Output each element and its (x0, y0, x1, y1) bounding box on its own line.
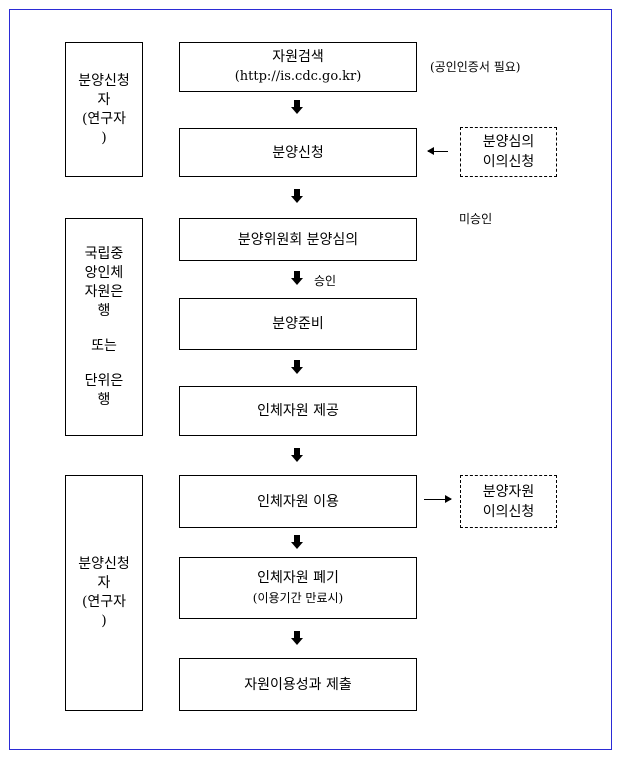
appeal-box-review: 분양심의 이의신청 (460, 127, 557, 177)
diagram-frame (9, 9, 612, 750)
step-resource-disposal: 인체자원 폐기 (이용기간 만료시) (179, 557, 417, 619)
side-box-applicant-bottom: 분양신청 자 (연구자 ) (65, 475, 143, 711)
step-sublabel: (http://is.cdc.go.kr) (234, 69, 362, 84)
step-sublabel: (이용기간 만료시) (252, 591, 344, 605)
step-results-submission: 자원이용성과 제출 (179, 658, 417, 711)
side-box-bank: 국립중 앙인체 자원은 행 또는 단위은 행 (65, 218, 143, 436)
step-committee-review: 분양위원회 분양심의 (179, 218, 417, 261)
side-label: (연구자 (81, 110, 127, 127)
appeal-label: 분양심의 (482, 134, 535, 150)
step-label: 인체자원 제공 (257, 403, 339, 419)
step-resource-provision: 인체자원 제공 (179, 386, 417, 436)
step-label: 인체자원 폐기 (257, 570, 339, 586)
side-label: 국립중 (84, 245, 124, 262)
appeal-label: 이의신청 (482, 503, 535, 520)
appeal-label: 이의신청 (482, 154, 535, 170)
step-resource-search: 자원검색 (http://is.cdc.go.kr) (179, 42, 417, 92)
side-label: 분양신청 (78, 556, 130, 572)
left-arrow-icon (427, 147, 448, 155)
step-label: 인체자원 이용 (257, 493, 339, 510)
certificate-note: (공인인증서 필요) (430, 60, 521, 74)
side-label: ) (101, 129, 107, 146)
step-label: 분양준비 (272, 316, 324, 332)
side-box-applicant-top: 분양신청 자 (연구자 ) (65, 42, 143, 177)
side-label: 행 (97, 391, 111, 408)
side-label: ) (101, 613, 107, 629)
appeal-box-resource: 분양자원 이의신청 (460, 475, 557, 528)
step-distribution-prep: 분양준비 (179, 298, 417, 350)
side-label: 자 (97, 91, 111, 108)
side-label: 행 (97, 302, 111, 319)
step-distribution-request: 분양신청 (179, 128, 417, 177)
right-arrow-icon (424, 495, 452, 503)
side-label: 단위은 (84, 372, 124, 389)
side-label: 또는 (91, 337, 117, 354)
step-label: 분양위원회 분양심의 (237, 231, 359, 248)
approved-note: 승인 (314, 274, 337, 288)
appeal-label: 분양자원 (482, 483, 535, 500)
step-resource-use: 인체자원 이용 (179, 475, 417, 528)
side-label: 자 (97, 575, 111, 591)
side-label: 앙인체 (84, 264, 124, 281)
step-label: 자원이용성과 제출 (244, 676, 352, 693)
rejected-note: 미승인 (459, 212, 493, 226)
side-label: 분양신청 (78, 72, 130, 89)
step-label: 자원검색 (272, 49, 324, 65)
step-label: 분양신청 (272, 144, 324, 161)
side-label: 자원은 (84, 283, 124, 300)
side-label: (연구자 (81, 594, 127, 610)
